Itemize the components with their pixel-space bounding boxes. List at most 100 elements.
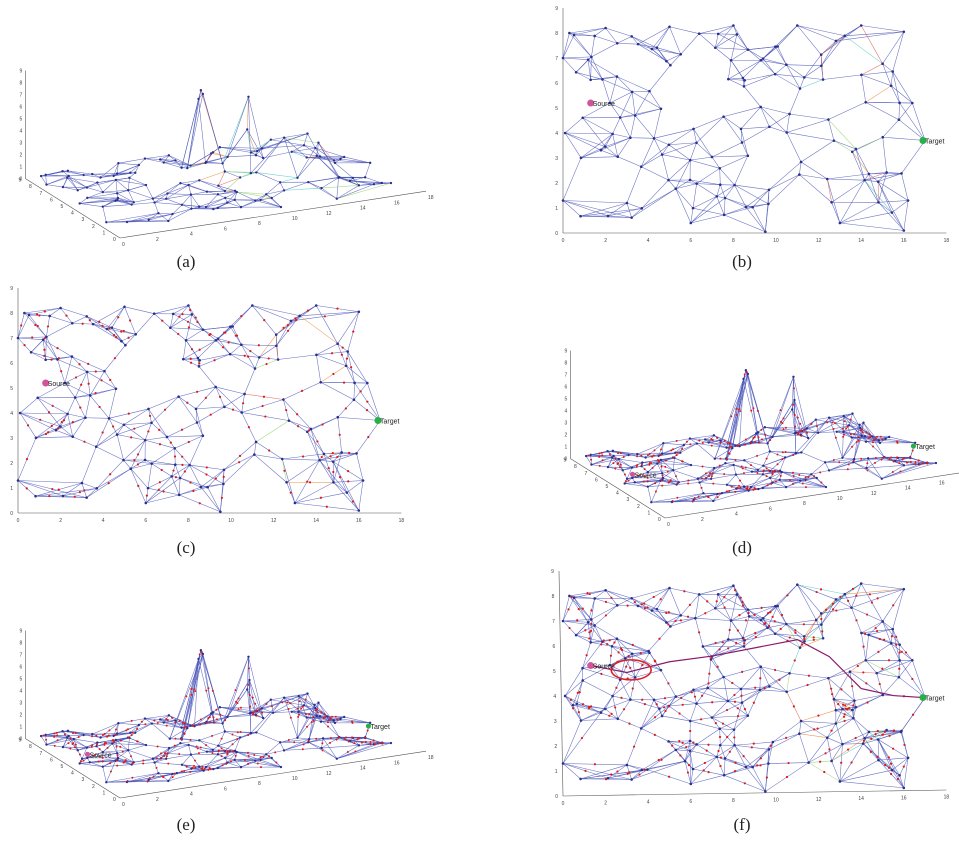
mesh-edge [130,164,140,173]
mesh-edge [179,486,202,496]
mesh-edge [631,653,662,671]
waypoint-node [834,422,837,425]
mesh-edge [333,453,357,462]
waypoint-node [730,445,733,448]
mesh-edge [284,187,322,191]
mesh-edge [609,102,621,118]
mesh-edge [227,714,257,718]
mesh-node [590,463,593,466]
mesh-node [734,473,738,476]
waypoint-node [261,404,264,408]
waypoint-node [347,480,350,483]
mesh-node [859,426,862,430]
mesh-edge [786,64,805,78]
mesh-node [117,722,120,725]
x-tick-label: 14 [858,238,864,244]
waypoint-node [208,767,211,770]
mesh-node [778,478,781,482]
mesh-node [877,439,881,442]
mesh-edge [692,207,725,216]
waypoint-node [74,376,78,379]
mesh-node [125,220,129,224]
waypoint-node [819,588,823,591]
waypoint-node [862,671,865,674]
mesh-node [623,482,626,485]
waypoint-node [60,420,63,424]
waypoint-node [63,733,66,736]
mesh-node [743,459,746,462]
mesh-edge [861,71,893,76]
mesh-edge [102,191,118,194]
mesh-node [751,765,754,769]
waypoint-node [262,395,266,398]
waypoint-node [94,392,97,395]
waypoint-node [327,467,330,470]
mesh-edge [768,733,800,750]
mesh-edge [865,85,892,103]
mesh-edge [257,133,308,152]
mesh-edge [130,723,152,733]
mesh-edge [734,155,749,186]
mesh-edge [246,96,249,130]
mesh-edge [707,687,729,702]
mesh-node [764,790,767,793]
z-tick-label: 4 [20,689,23,695]
mesh-edge [279,182,285,191]
x-tick-label: 8 [732,798,735,804]
mesh-edge [37,382,66,399]
mesh-edge [866,465,904,469]
waypoint-node [80,383,83,386]
mesh-node [851,412,854,415]
mesh-edge [347,351,368,384]
mesh-node [761,486,764,490]
mesh-node [247,655,250,658]
waypoint-node [707,682,710,685]
mesh-edge [693,128,697,143]
waypoint-node [332,372,335,376]
mesh-edge [200,650,223,724]
mesh-node [742,377,745,381]
mesh-node [702,492,705,495]
mesh-edge [668,741,691,752]
mesh-node [714,606,717,610]
waypoint-node [681,703,684,706]
waypoint-node [162,490,165,493]
mesh-node [216,753,220,756]
waypoint-node [750,746,753,749]
waypoint-node [152,775,155,778]
mesh-node [196,356,200,360]
mesh-edge [283,137,298,178]
mesh-edge [79,197,118,204]
mesh-edge [689,435,714,439]
mesh-edge [605,27,618,44]
mesh-edge [831,743,864,762]
mesh-edge [202,93,223,164]
mesh-edge [616,638,633,654]
z-tick-label: 4 [565,409,568,415]
mesh-edge [882,63,892,86]
mesh-node [648,89,651,93]
x-tick-label: 14 [360,206,366,212]
mesh-node [885,728,888,732]
waypoint-node [806,683,809,687]
waypoint-node [872,445,875,448]
waypoint-node [172,469,175,472]
z-tick-label: 6 [565,385,568,391]
mesh-edge [715,33,719,48]
waypoint-node [213,721,216,724]
mesh-node [238,736,242,739]
x-tick-label: 18 [428,755,434,761]
mesh-edge [734,184,769,205]
waypoint-node [354,750,357,753]
mesh-edge [816,593,845,621]
mesh-node [275,344,278,348]
mesh-edge [743,73,776,87]
waypoint-node [289,716,292,719]
waypoint-node [353,742,356,745]
waypoint-node [109,770,112,773]
mesh-edge [211,153,228,158]
waypoint-node [692,741,695,744]
waypoint-node [762,469,765,472]
waypoint-node [106,735,109,738]
